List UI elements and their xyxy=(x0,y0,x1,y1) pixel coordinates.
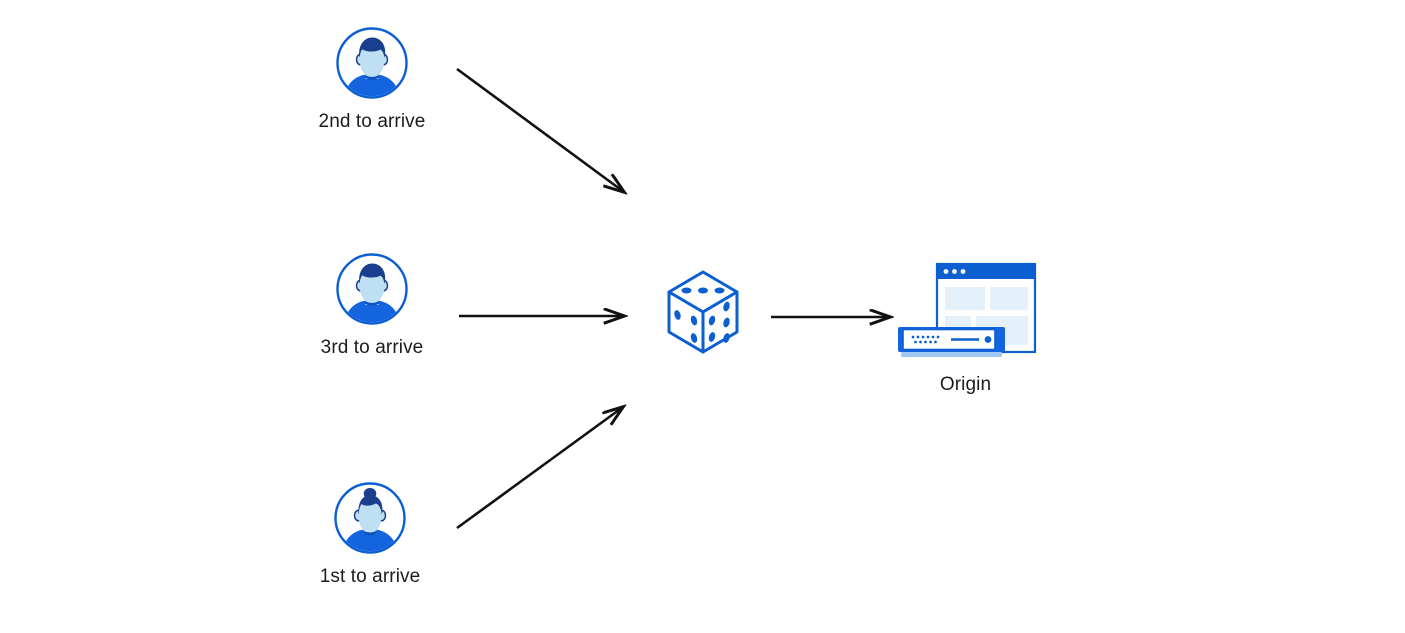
client-label-first: 1st to arrive xyxy=(319,566,421,587)
user-avatar-icon xyxy=(333,481,407,555)
client-label-second: 2nd to arrive xyxy=(318,111,426,132)
user-avatar-icon xyxy=(335,26,409,100)
origin-label: Origin xyxy=(939,374,992,395)
arrow-first-to-dice xyxy=(456,407,623,530)
arrow-second-to-dice xyxy=(456,67,624,192)
dice-icon xyxy=(663,268,743,356)
origin-server-icon xyxy=(893,258,1038,363)
origin-node[interactable]: Origin xyxy=(893,258,1038,394)
random-selector-node[interactable] xyxy=(663,268,743,356)
user-avatar-icon xyxy=(335,252,409,326)
client-label-third: 3rd to arrive xyxy=(320,337,424,358)
client-node-first[interactable]: 1st to arrive xyxy=(300,481,440,586)
server-device-icon xyxy=(898,327,1005,357)
client-node-third[interactable]: 3rd to arrive xyxy=(302,252,442,357)
client-node-second[interactable]: 2nd to arrive xyxy=(302,26,442,131)
